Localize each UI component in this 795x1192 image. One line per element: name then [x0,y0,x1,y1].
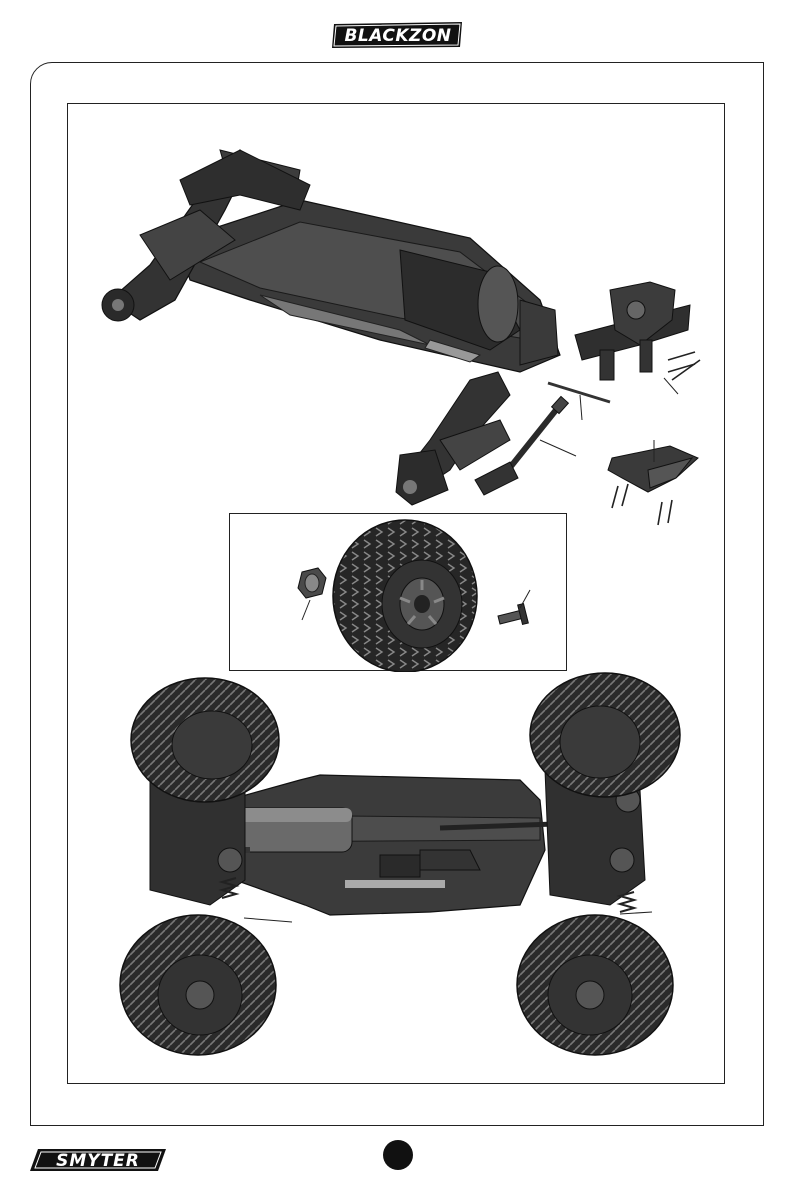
screw-set-2 [612,484,672,525]
svg-text:SMYTER: SMYTER [56,1151,140,1171]
page-marker-dot [383,1140,413,1170]
smyter-logo: SMYTER [28,1145,170,1175]
tire [333,520,477,672]
screw-set-1 [664,352,700,394]
wheel-front-right [530,673,680,797]
rear-gearbox [575,282,690,380]
axle-pin [498,590,530,624]
wheel-inset-drawing [230,514,568,672]
wheel-front-left [131,678,279,802]
skid-plate [608,440,698,492]
wheel-rear-right [517,915,673,1055]
chassis-exploded [102,150,560,372]
wheel-rear-left [120,915,276,1055]
wheel-nut [298,568,326,620]
wheel-inset [229,513,567,671]
